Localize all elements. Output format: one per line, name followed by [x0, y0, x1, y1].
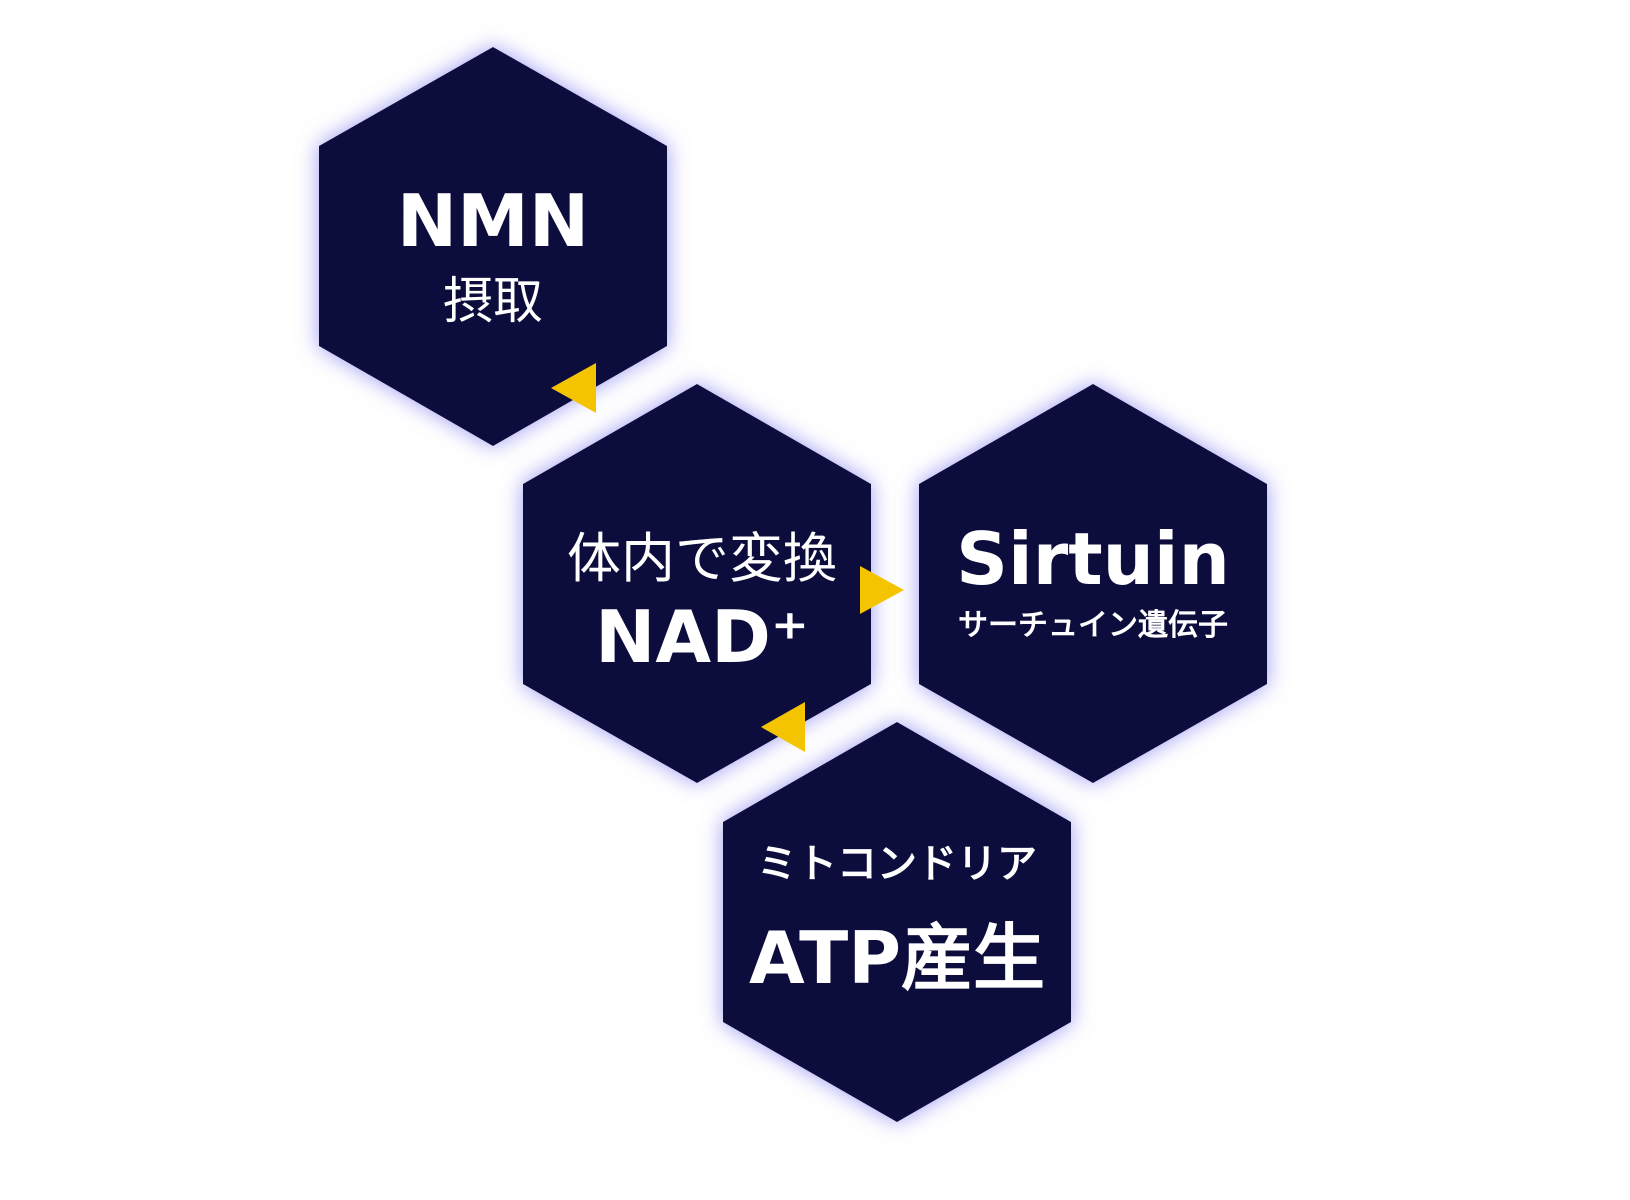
hexagon-nmn	[319, 47, 667, 446]
node-nmn: NMN 摂取	[319, 47, 667, 446]
hexagon-nad	[523, 384, 871, 783]
node-atp-title: ATP産生	[749, 916, 1045, 1000]
node-atp: ミトコンドリア ATP産生	[723, 722, 1071, 1122]
arrow-nad-to-sirtuin-triangle-icon	[860, 566, 904, 614]
node-sirtuin: Sirtuin サーチュイン遺伝子	[919, 384, 1267, 783]
node-sirtuin-title: Sirtuin	[956, 517, 1230, 601]
hexagon-sirtuin	[919, 384, 1267, 783]
node-nad-title: NAD⁺	[595, 595, 809, 679]
node-nad: 体内で変換 NAD⁺	[523, 384, 871, 783]
node-sirtuin-subtitle: サーチュイン遺伝子	[958, 608, 1228, 643]
hexagon-atp	[723, 722, 1071, 1122]
node-nmn-title: NMN	[397, 179, 589, 263]
node-nad-subtitle: 体内で変換	[567, 527, 837, 590]
node-atp-subtitle: ミトコンドリア	[757, 841, 1037, 887]
arrow-nmn-to-nad-triangle-icon	[551, 363, 596, 413]
arrow-nad-to-atp-triangle-icon	[761, 702, 805, 752]
node-nmn-subtitle: 摂取	[443, 272, 543, 330]
